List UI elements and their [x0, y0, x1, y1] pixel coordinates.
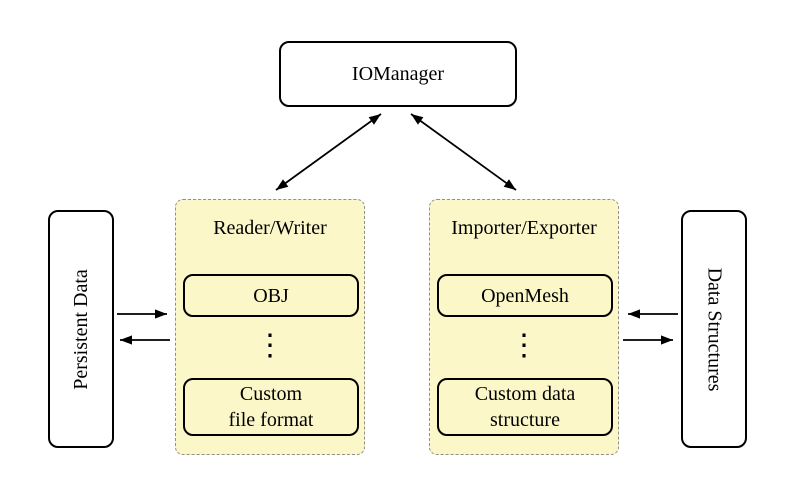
openmesh-label: OpenMesh [481, 284, 569, 307]
vertical-ellipsis-icon: ⋮ [255, 329, 285, 362]
reader-writer-group: Reader/Writer OBJ ⋮ Custom file format [175, 199, 365, 455]
custom-file-format-node: Custom file format [183, 378, 359, 436]
persistent-data-node: Persistent Data [48, 210, 114, 448]
custom-file-format-line2: file format [228, 409, 314, 431]
iomanager-label: IOManager [351, 62, 445, 85]
iomanager-node: IOManager [279, 41, 517, 107]
arrow-iomanager-importerexporter [410, 113, 517, 191]
custom-file-format-line1: Custom [239, 383, 303, 405]
vertical-ellipsis-icon: ⋮ [509, 329, 539, 362]
custom-data-structure-line2: structure [490, 409, 560, 431]
reader-writer-title: Reader/Writer [213, 217, 327, 239]
obj-node: OBJ [183, 274, 359, 317]
custom-data-structure-node: Custom data structure [437, 378, 613, 436]
custom-data-structure-line1: Custom data [474, 383, 576, 405]
data-structures-label: Data Structures [703, 267, 726, 391]
data-structures-node: Data Structures [681, 210, 747, 448]
obj-label: OBJ [253, 284, 289, 307]
arrow-iomanager-readerwriter [275, 113, 382, 191]
importer-exporter-title: Importer/Exporter [451, 217, 597, 239]
persistent-data-label: Persistent Data [69, 268, 92, 390]
importer-exporter-group: Importer/Exporter OpenMesh ⋮ Custom data… [429, 199, 619, 455]
openmesh-node: OpenMesh [437, 274, 613, 317]
